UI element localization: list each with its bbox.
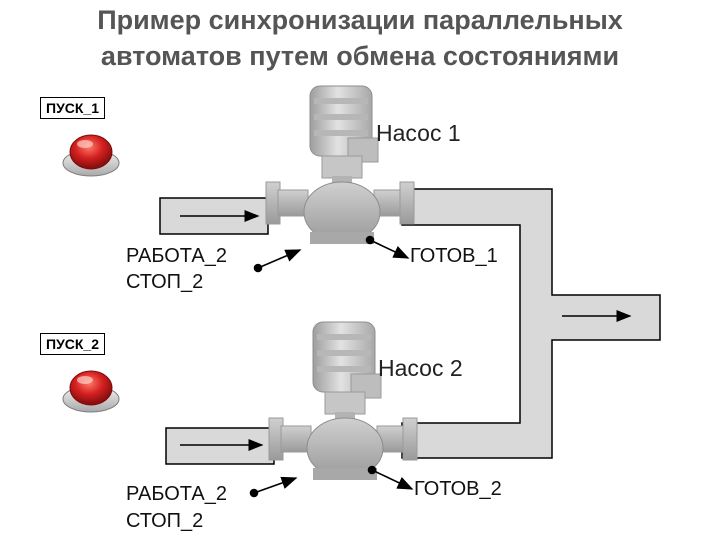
inlet-pipe-2 xyxy=(165,427,275,465)
start-2-button[interactable] xyxy=(62,366,120,414)
state-ready1: ГОТОВ_1 xyxy=(410,245,498,267)
red-button-icon xyxy=(62,370,120,413)
pump-2-label: Насос 2 xyxy=(378,355,463,381)
state-ready2: ГОТОВ_2 xyxy=(414,478,502,500)
page-title: Пример синхронизации параллельных автома… xyxy=(0,2,720,74)
state-run2-lower: РАБОТА_2 xyxy=(126,483,227,505)
start-1-label: ПУСК_1 xyxy=(40,97,105,119)
pump-1-label: Насос 1 xyxy=(376,120,461,146)
start-2-label: ПУСК_2 xyxy=(40,333,105,355)
state-stop2-lower: СТОП_2 xyxy=(126,510,204,532)
pipe-network xyxy=(159,188,661,465)
pump-1-icon xyxy=(265,85,415,245)
title-line-2: автоматов путем обмена состояниями xyxy=(100,41,620,71)
red-button-icon xyxy=(62,134,120,177)
pump-2-icon xyxy=(268,321,418,481)
state-stop2-upper: СТОП_2 xyxy=(126,271,204,293)
signal-lines xyxy=(249,235,414,498)
state-run2-upper: РАБОТА_2 xyxy=(126,245,227,267)
collector-pipe xyxy=(401,188,661,459)
start-1-button[interactable] xyxy=(62,130,120,178)
title-line-1: Пример синхронизации параллельных xyxy=(97,5,623,35)
